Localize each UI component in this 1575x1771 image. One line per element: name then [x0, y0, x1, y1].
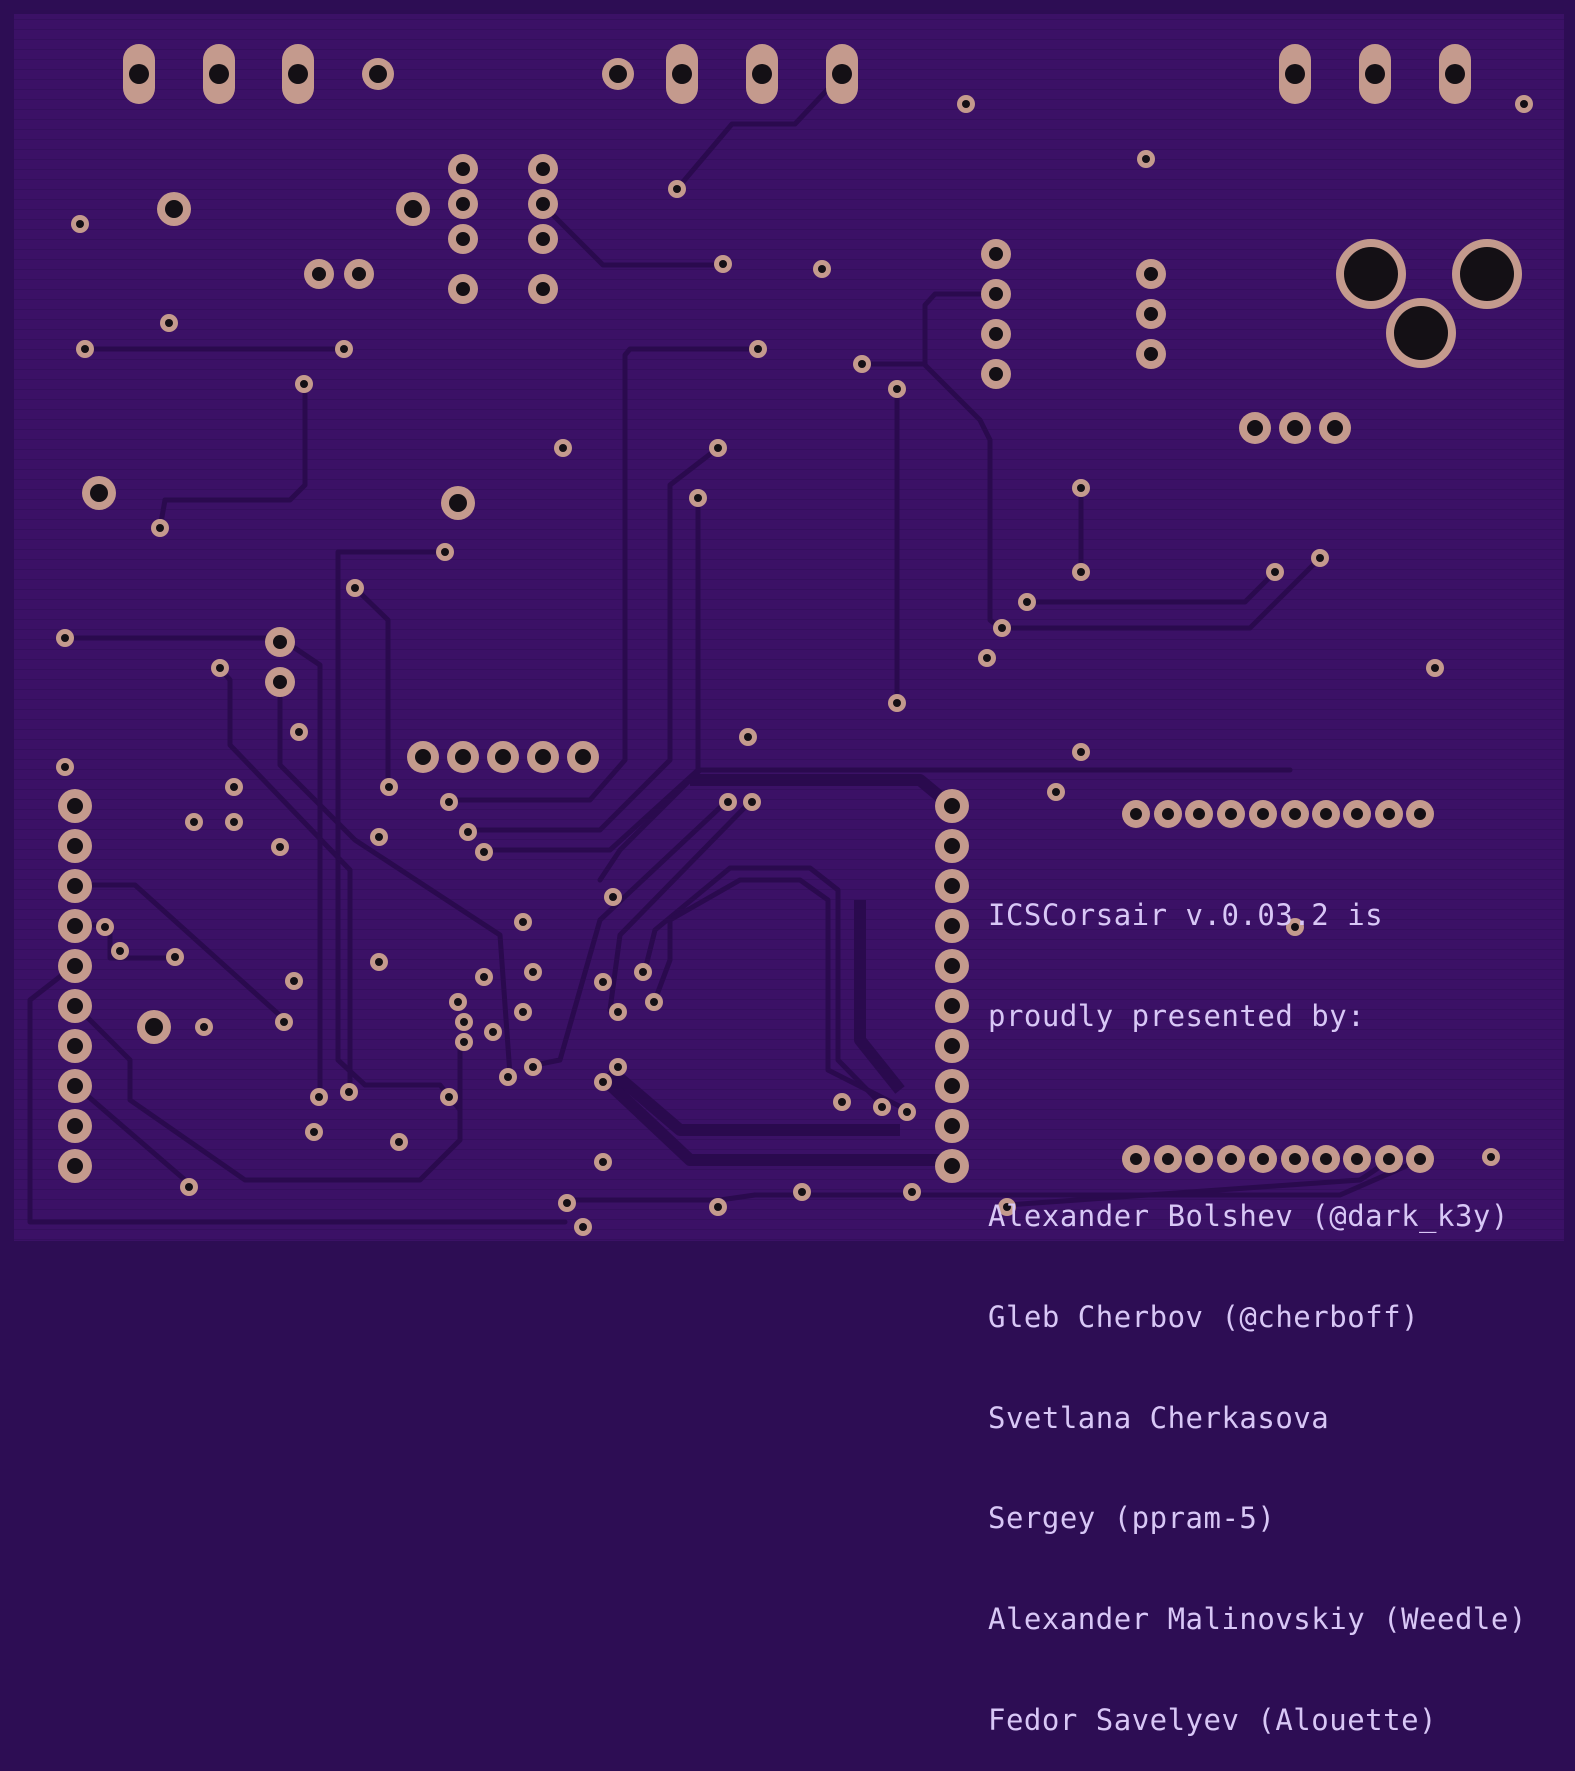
- pcb-board: [14, 14, 1564, 1241]
- credit-line: Sergey (ppram-5): [988, 1501, 1276, 1536]
- pad-layer: [56, 44, 1533, 1236]
- trace-layer: [27, 71, 1423, 1225]
- copper-fill: [14, 14, 1564, 1241]
- credit-line: Alexander Malinovskiy (Weedle): [988, 1602, 1527, 1637]
- silkscreen-title-line-2: proudly presented by:: [988, 998, 1366, 1033]
- credit-line: Gleb Cherbov (@cherboff): [988, 1299, 1420, 1334]
- silkscreen-title-line-1: ICSCorsair v.0.03.2 is: [988, 898, 1384, 933]
- credit-line: Alexander Bolshev (@dark_k3y): [988, 1198, 1509, 1233]
- credit-line: Svetlana Cherkasova: [988, 1400, 1330, 1435]
- credit-line: Fedor Savelyev (Alouette): [988, 1702, 1437, 1737]
- credits-silkscreen: ICSCorsair v.0.03.2 is proudly presented…: [988, 832, 1527, 1771]
